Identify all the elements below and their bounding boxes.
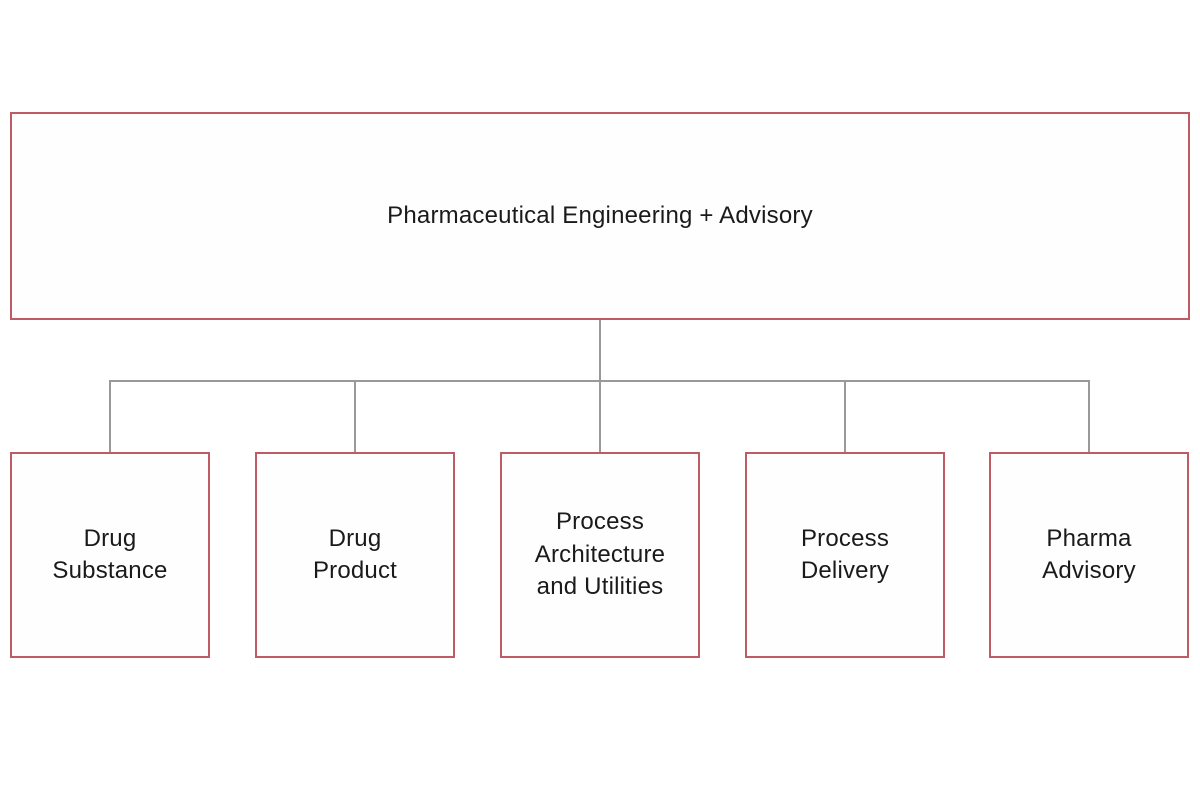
child-node-drug-substance: Drug Substance bbox=[10, 452, 210, 658]
child-node-label: Pharma Advisory bbox=[1042, 524, 1136, 584]
child-node-label: Process Delivery bbox=[800, 524, 890, 584]
child-node-label: Drug Substance bbox=[52, 524, 168, 584]
child-node-drug-product: Drug Product bbox=[255, 452, 455, 658]
child-node-pharma-advisory: Pharma Advisory bbox=[989, 452, 1189, 658]
connector-drop-drug-substance bbox=[109, 381, 111, 452]
connector-drop-drug-product bbox=[354, 381, 356, 452]
child-node-label: Drug Product bbox=[312, 524, 398, 584]
child-node-process-architecture-and-utilities: Process Architecture and Utilities bbox=[500, 452, 700, 658]
child-node-label: Process Architecture and Utilities bbox=[534, 508, 666, 601]
connector-root-stub bbox=[599, 320, 601, 381]
connector-drop-process-delivery bbox=[844, 381, 846, 452]
connector-drop-process-architecture bbox=[599, 381, 601, 452]
root-node-label: Pharmaceutical Engineering + Advisory bbox=[387, 201, 813, 229]
child-node-process-delivery: Process Delivery bbox=[745, 452, 945, 658]
connector-drop-pharma-advisory bbox=[1088, 381, 1090, 452]
root-node-pharmaceutical-engineering-advisory: Pharmaceutical Engineering + Advisory bbox=[10, 112, 1190, 320]
